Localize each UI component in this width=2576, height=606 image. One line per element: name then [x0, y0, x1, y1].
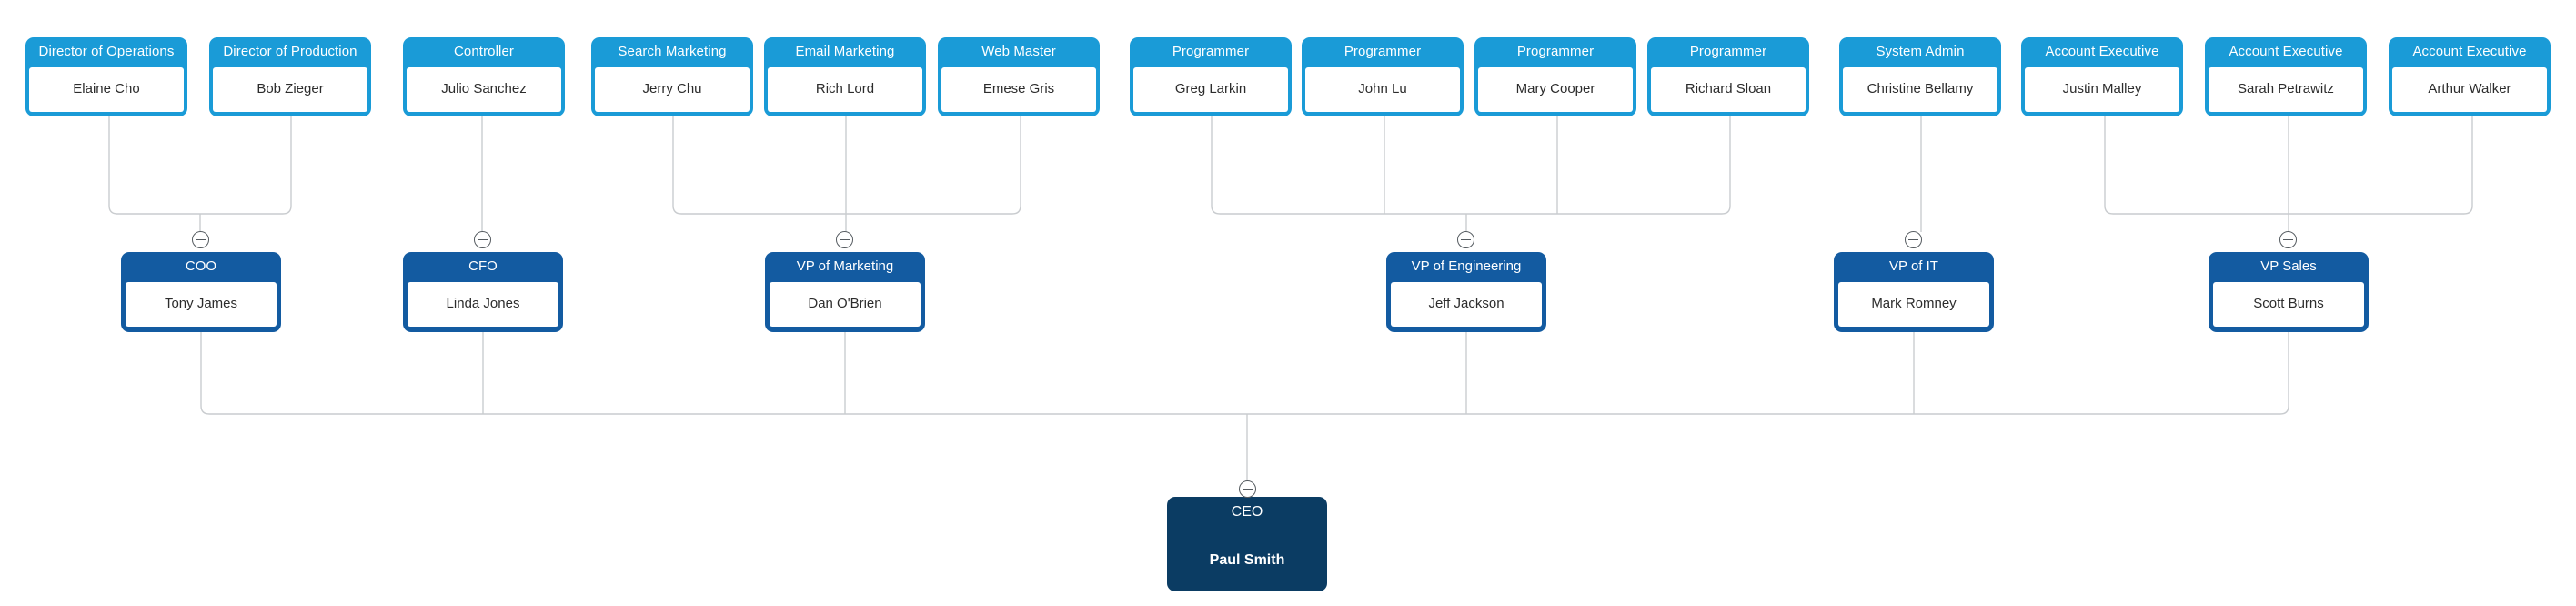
collapse-toggle-icon-vpit[interactable] [1905, 231, 1922, 248]
node-title-acct2: Account Executive [2229, 44, 2343, 60]
node-person-prog3: Mary Cooper [1478, 67, 1633, 112]
node-person-emailmk: Rich Lord [768, 67, 922, 112]
node-title-dirprod: Director of Production [223, 44, 357, 60]
node-person-acct1: Justin Malley [2025, 67, 2179, 112]
collapse-toggle-icon-coo[interactable] [192, 231, 209, 248]
org-node-cfo[interactable]: CFO Linda Jones [403, 252, 563, 332]
collapse-toggle-icon-cfo[interactable] [474, 231, 491, 248]
connector-vpmk-child2 [846, 116, 1021, 215]
node-person-ceo: Paul Smith [1209, 552, 1285, 568]
node-person-srchmk: Jerry Chu [595, 67, 750, 112]
node-title-ctrl: Controller [453, 44, 515, 60]
node-title-webmstr: Web Master [981, 44, 1056, 60]
connector-coo-child1 [200, 116, 292, 215]
collapse-toggle-icon-ceo[interactable] [1239, 480, 1256, 498]
node-person-acct3: Arthur Walker [2392, 67, 2547, 112]
node-title-cfo: CFO [468, 258, 498, 275]
node-title-acct1: Account Executive [2045, 44, 2159, 60]
node-title-prog2: Programmer [1343, 44, 1422, 60]
node-title-prog1: Programmer [1172, 44, 1250, 60]
node-person-prog4: Richard Sloan [1651, 67, 1806, 112]
node-person-dirops: Elaine Cho [29, 67, 184, 112]
node-title-ceo: CEO [1231, 504, 1263, 520]
connector-root-branch5 [1247, 332, 2289, 415]
connector-vpen-child0 [1211, 116, 1466, 215]
node-person-dirprod: Bob Zieger [213, 67, 367, 112]
org-node-coo[interactable]: COO Tony James [121, 252, 281, 332]
node-person-acct2: Sarah Petrawitz [2209, 67, 2363, 112]
node-person-vpmk: Dan O'Brien [770, 282, 921, 327]
node-person-sysadm: Christine Bellamy [1843, 67, 1997, 112]
connector-root-branch0 [200, 332, 1247, 415]
node-title-coo: COO [185, 258, 217, 275]
node-person-vpsl: Scott Burns [2213, 282, 2364, 327]
collapse-toggle-icon-vpmk[interactable] [836, 231, 853, 248]
collapse-toggle-icon-vpsl[interactable] [2279, 231, 2297, 248]
node-title-vpen: VP of Engineering [1411, 258, 1522, 275]
node-title-srchmk: Search Marketing [618, 44, 727, 60]
node-title-emailmk: Email Marketing [795, 44, 895, 60]
node-person-coo: Tony James [126, 282, 277, 327]
node-person-prog2: John Lu [1305, 67, 1460, 112]
node-title-vpsl: VP Sales [2260, 258, 2317, 275]
connector-vpen-child3 [1466, 116, 1731, 215]
node-title-sysadm: System Admin [1876, 44, 1965, 60]
node-title-dirops: Director of Operations [38, 44, 175, 60]
org-node-ceo[interactable]: CEO Paul Smith [1167, 497, 1327, 591]
collapse-toggle-icon-vpen[interactable] [1457, 231, 1474, 248]
node-person-cfo: Linda Jones [408, 282, 558, 327]
node-title-vpmk: VP of Marketing [796, 258, 894, 275]
node-person-webmstr: Emese Gris [941, 67, 1096, 112]
connector-vpsl-child0 [2104, 116, 2289, 215]
node-person-prog1: Greg Larkin [1133, 67, 1288, 112]
node-title-prog4: Programmer [1689, 44, 1767, 60]
connector-vpmk-child0 [672, 116, 846, 215]
node-title-vpit: VP of IT [1889, 258, 1938, 275]
node-person-vpen: Jeff Jackson [1391, 282, 1542, 327]
connector-vpsl-child2 [2289, 116, 2473, 215]
connector-coo-child0 [108, 116, 200, 215]
node-title-prog3: Programmer [1516, 44, 1595, 60]
node-person-ctrl: Julio Sanchez [407, 67, 561, 112]
node-person-vpit: Mark Romney [1838, 282, 1989, 327]
org-node-vpit[interactable]: VP of IT Mark Romney [1834, 252, 1994, 332]
node-title-acct3: Account Executive [2412, 44, 2527, 60]
